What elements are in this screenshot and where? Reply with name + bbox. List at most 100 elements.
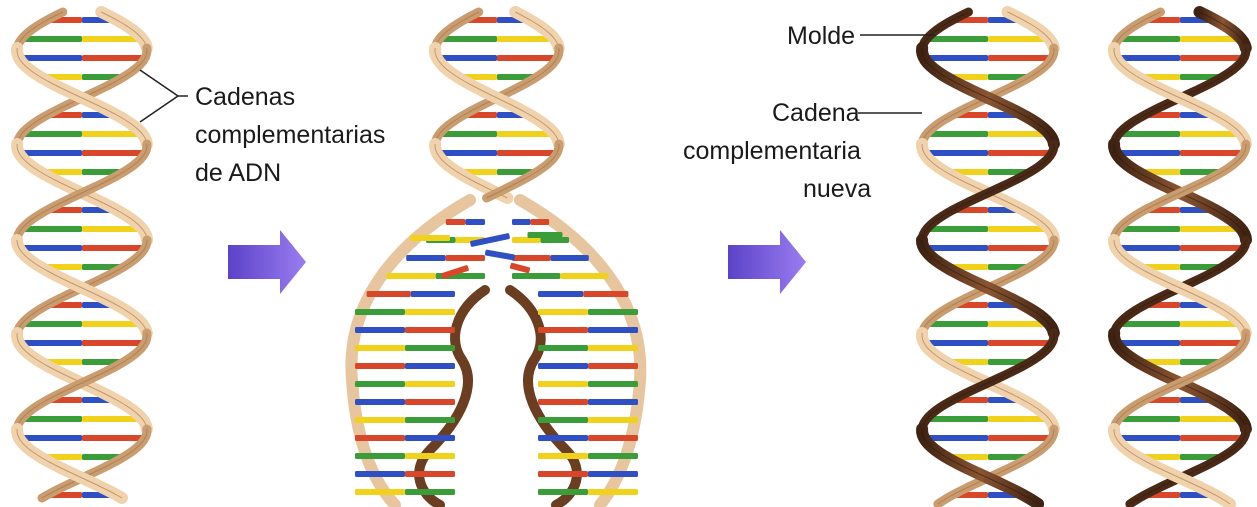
base-blue <box>19 150 82 156</box>
backbone-strand-b <box>17 333 147 429</box>
base-blue <box>405 363 455 369</box>
base-blue <box>924 340 988 346</box>
backbone-strand-b <box>17 144 147 240</box>
base-green <box>405 417 455 423</box>
base-red <box>538 471 588 477</box>
base-yellow <box>538 309 588 315</box>
base-red <box>82 435 145 441</box>
backbone-strand-a <box>1008 12 1054 48</box>
backbone-strand-a <box>101 12 147 48</box>
daughter-dna-helix-right <box>1114 12 1246 504</box>
base-red <box>531 219 550 225</box>
free-nucleotide-blue <box>470 233 510 247</box>
backbone-strand-b <box>1114 48 1246 144</box>
backbone-strand-a <box>1200 12 1246 48</box>
backbone-strand-a <box>515 12 559 48</box>
base-blue <box>19 55 82 61</box>
free-nucleotide-yellow <box>410 235 450 241</box>
base-green <box>538 417 588 423</box>
base-green <box>927 226 988 232</box>
base-yellow <box>386 273 435 279</box>
base-green <box>22 131 82 137</box>
base-yellow <box>560 273 608 279</box>
base-blue <box>538 291 583 297</box>
base-green <box>927 131 988 137</box>
base-blue <box>512 219 531 225</box>
base-red <box>446 255 485 261</box>
base-green <box>22 36 82 42</box>
base-blue <box>924 435 988 441</box>
base-red <box>512 255 550 261</box>
base-blue <box>406 255 445 261</box>
base-green <box>588 381 638 387</box>
base-red <box>588 435 638 441</box>
complementary-strands-callout <box>140 70 188 122</box>
base-red <box>588 363 638 369</box>
base-green <box>588 309 638 315</box>
base-green <box>538 489 588 495</box>
base-blue <box>588 399 638 405</box>
backbone-strand-b <box>17 12 63 48</box>
base-red <box>367 291 411 297</box>
base-red <box>538 399 588 405</box>
base-yellow <box>538 453 588 459</box>
base-blue <box>924 55 988 61</box>
base-blue <box>355 471 405 477</box>
base-blue <box>19 340 82 346</box>
fork-outer-strand-left <box>351 200 470 505</box>
base-blue <box>538 363 588 369</box>
base-blue <box>1116 245 1180 251</box>
free-nucleotide-green <box>528 232 563 238</box>
base-green <box>22 226 82 232</box>
base-green <box>355 453 405 459</box>
base-red <box>497 150 557 156</box>
base-yellow <box>405 381 455 387</box>
process-arrow-2 <box>728 230 806 294</box>
backbone-strand-b <box>922 48 1054 144</box>
base-red <box>405 399 455 405</box>
base-blue <box>924 245 988 251</box>
base-blue <box>1116 55 1180 61</box>
replication-fork-dna <box>351 12 640 505</box>
base-green <box>927 416 988 422</box>
base-yellow <box>538 381 588 387</box>
original-dna-double-helix <box>17 12 147 498</box>
backbone-strand-b <box>922 12 968 48</box>
free-nucleotide-red <box>510 263 531 274</box>
base-blue <box>1116 150 1180 156</box>
base-red <box>988 435 1052 441</box>
new-strand-label-line2: complementaria <box>683 137 861 165</box>
base-blue <box>588 471 638 477</box>
base-green <box>439 131 497 137</box>
base-green <box>439 36 497 42</box>
backbone-strand-b <box>17 240 147 333</box>
base-blue <box>355 399 405 405</box>
base-blue <box>405 435 455 441</box>
base-green <box>512 273 560 279</box>
base-green <box>588 453 638 459</box>
backbone-strand-b <box>1114 240 1246 333</box>
base-red <box>1180 245 1244 251</box>
free-nucleotide-blue <box>485 249 516 260</box>
base-red <box>1180 150 1244 156</box>
strands-label-line1: Cadenas <box>195 83 295 111</box>
base-red <box>355 435 405 441</box>
base-blue <box>465 219 485 225</box>
base-yellow <box>405 309 455 315</box>
base-green <box>405 489 455 495</box>
base-red <box>1180 435 1244 441</box>
process-arrow-1 <box>228 230 306 294</box>
base-red <box>82 150 145 156</box>
backbone-strand-b <box>435 12 479 48</box>
base-red <box>538 327 588 333</box>
base-green <box>22 416 82 422</box>
base-red <box>583 291 628 297</box>
backbone-strand-b <box>1114 333 1246 429</box>
base-green <box>405 345 455 351</box>
base-red <box>405 471 455 477</box>
base-green <box>355 381 405 387</box>
base-red <box>988 150 1052 156</box>
backbone-strand-b <box>17 48 147 144</box>
base-blue <box>437 150 497 156</box>
